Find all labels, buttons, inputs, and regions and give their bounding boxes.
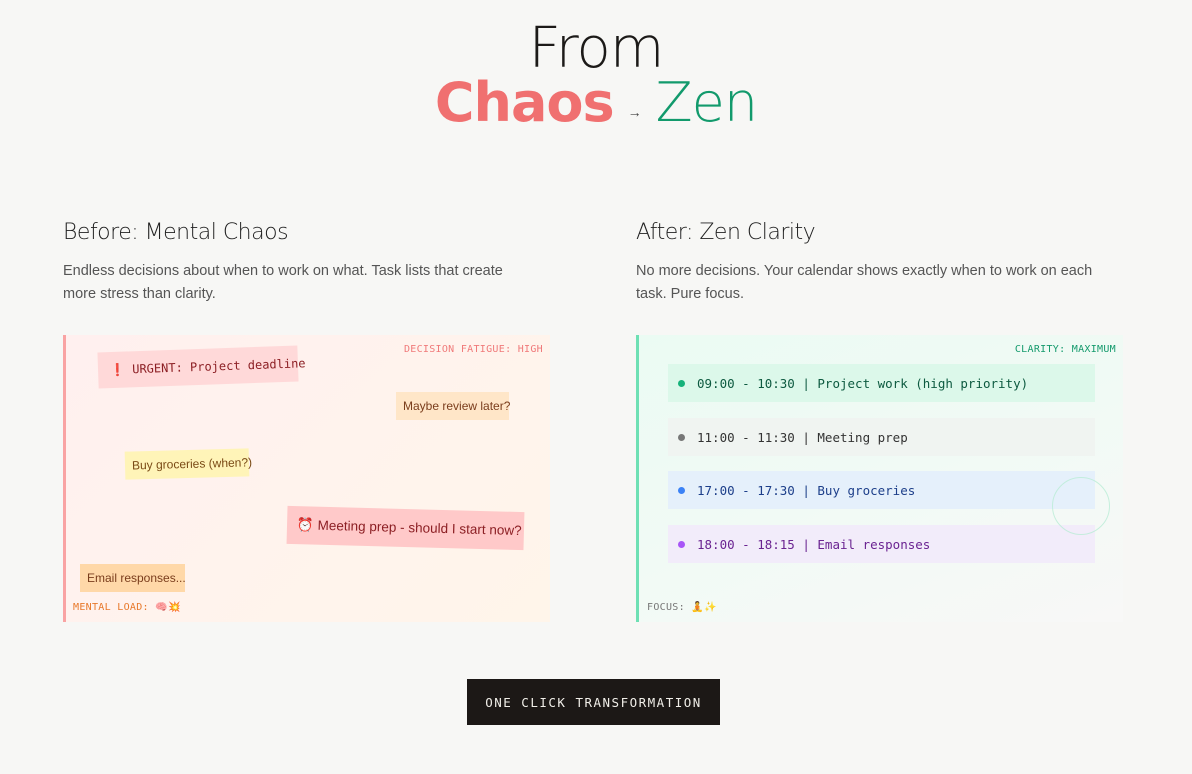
hero-line-from: From — [528, 16, 665, 81]
after-description: No more decisions. Your calendar shows e… — [636, 263, 1093, 302]
sticky-note-email: Email responses... — [80, 564, 186, 592]
note-text: Meeting prep - should I start now? — [317, 517, 522, 539]
brain-explosion-icon: 🧠💥 — [155, 602, 181, 613]
meditation-sparkles-icon: 🧘✨ — [691, 602, 717, 613]
hero-zen-word: Zen — [655, 71, 758, 134]
after-section: After: Zen Clarity No more decisions. Yo… — [636, 218, 1123, 306]
zen-panel: CLARITY: MAXIMUM 09:00 - 10:30 | Project… — [636, 335, 1123, 622]
clarity-badge: CLARITY: MAXIMUM — [1014, 344, 1116, 355]
before-title: Before: Mental Chaos — [63, 220, 289, 245]
sticky-note-maybe-review: Maybe review later? — [396, 392, 510, 420]
calendar-slot: 17:00 - 17:30 | Buy groceries — [668, 471, 1095, 509]
ripple-circle-icon — [1052, 477, 1110, 535]
alarm-clock-icon: ⏰ — [296, 517, 315, 534]
arrow-right-icon: → — [627, 104, 642, 120]
hero-chaos-word: Chaos — [434, 71, 615, 134]
hero-heading: From Chaos → Zen — [0, 18, 1192, 148]
hero-line-chaos-zen: Chaos → Zen — [0, 72, 1192, 148]
exclamation-icon: ❗ — [109, 362, 126, 378]
sticky-note-groceries: Buy groceries (when?) — [124, 448, 252, 480]
status-dot-icon — [678, 540, 685, 548]
before-description: Endless decisions about when to work on … — [63, 263, 503, 302]
slot-text: 09:00 - 10:30 | Project work (high prior… — [697, 375, 1029, 391]
calendar-slot: 11:00 - 11:30 | Meeting prep — [668, 418, 1095, 456]
slot-text: 11:00 - 11:30 | Meeting prep — [697, 429, 908, 445]
note-text: URGENT: Project deadline — [131, 356, 306, 377]
before-section: Before: Mental Chaos Endless decisions a… — [63, 218, 550, 306]
chaos-panel: DECISION FATIGUE: HIGH ❗ URGENT: Project… — [63, 335, 550, 622]
calendar-slot: 09:00 - 10:30 | Project work (high prior… — [668, 364, 1095, 402]
one-click-transformation-button[interactable]: ONE CLICK TRANSFORMATION — [467, 679, 720, 725]
status-dot-icon — [678, 486, 685, 494]
status-dot-icon — [678, 433, 685, 441]
calendar-slot: 18:00 - 18:15 | Email responses — [668, 525, 1095, 563]
status-dot-icon — [678, 379, 685, 387]
slot-text: 17:00 - 17:30 | Buy groceries — [697, 482, 916, 498]
sticky-note-urgent: ❗ URGENT: Project deadline — [97, 345, 306, 389]
slot-text: 18:00 - 18:15 | Email responses — [697, 536, 931, 552]
sticky-note-meeting-prep: ⏰ Meeting prep - should I start now? — [286, 505, 525, 551]
mental-load-label: MENTAL LOAD: 🧠💥 — [73, 602, 181, 613]
focus-label: FOCUS: 🧘✨ — [647, 602, 717, 613]
after-title: After: Zen Clarity — [636, 220, 816, 245]
decision-fatigue-badge: DECISION FATIGUE: HIGH — [403, 344, 543, 355]
focus-text: FOCUS: — [647, 602, 685, 613]
mental-load-text: MENTAL LOAD: — [73, 602, 149, 613]
